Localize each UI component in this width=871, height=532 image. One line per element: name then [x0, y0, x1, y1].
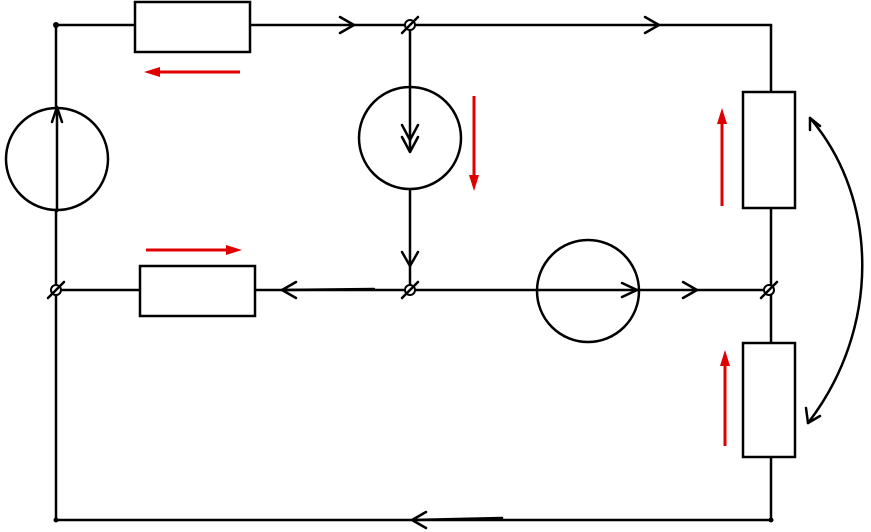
arrow-top-right-icon [643, 15, 661, 35]
node-bottom-left-dot [53, 517, 59, 523]
voltage-source-middle-arrow-icon [620, 281, 639, 299]
current-source-arrow1-icon [400, 123, 420, 142]
voltage-curve-arrow-icon [804, 116, 864, 425]
node-middle-left [46, 280, 66, 300]
wires [54, 23, 773, 522]
arrow-mid-left-stem [280, 287, 376, 292]
red-arrows [144, 67, 730, 446]
node-top-left-dot [53, 22, 59, 28]
arrow-center-down-icon [400, 250, 420, 268]
nodes [46, 15, 779, 523]
current-source-arrow2-icon [400, 135, 420, 154]
arrow-bottom-stem [410, 516, 504, 522]
resistor-middle-left [138, 264, 257, 318]
resistors [133, 0, 797, 459]
node-top-center [400, 15, 420, 35]
arrow-mid-right-icon [681, 280, 699, 300]
arrow-top-mid-icon [338, 15, 356, 35]
red-arrow-right-upper-icon [717, 108, 727, 206]
resistor-top [133, 0, 252, 54]
red-arrow-current-source-down-icon [469, 96, 479, 191]
resistor-right-lower [741, 341, 797, 459]
red-arrow-top-left-icon [144, 67, 240, 77]
sources [4, 85, 641, 344]
node-middle-right [759, 280, 779, 300]
node-middle-center [400, 280, 420, 300]
node-bottom-right-dot [768, 517, 774, 523]
voltage-source-left-arrow-icon [50, 105, 64, 124]
resistor-right-upper [741, 90, 797, 210]
current-arrows [280, 15, 699, 530]
red-arrow-middle-right-icon [146, 245, 242, 255]
red-arrow-right-lower-icon [720, 350, 730, 446]
